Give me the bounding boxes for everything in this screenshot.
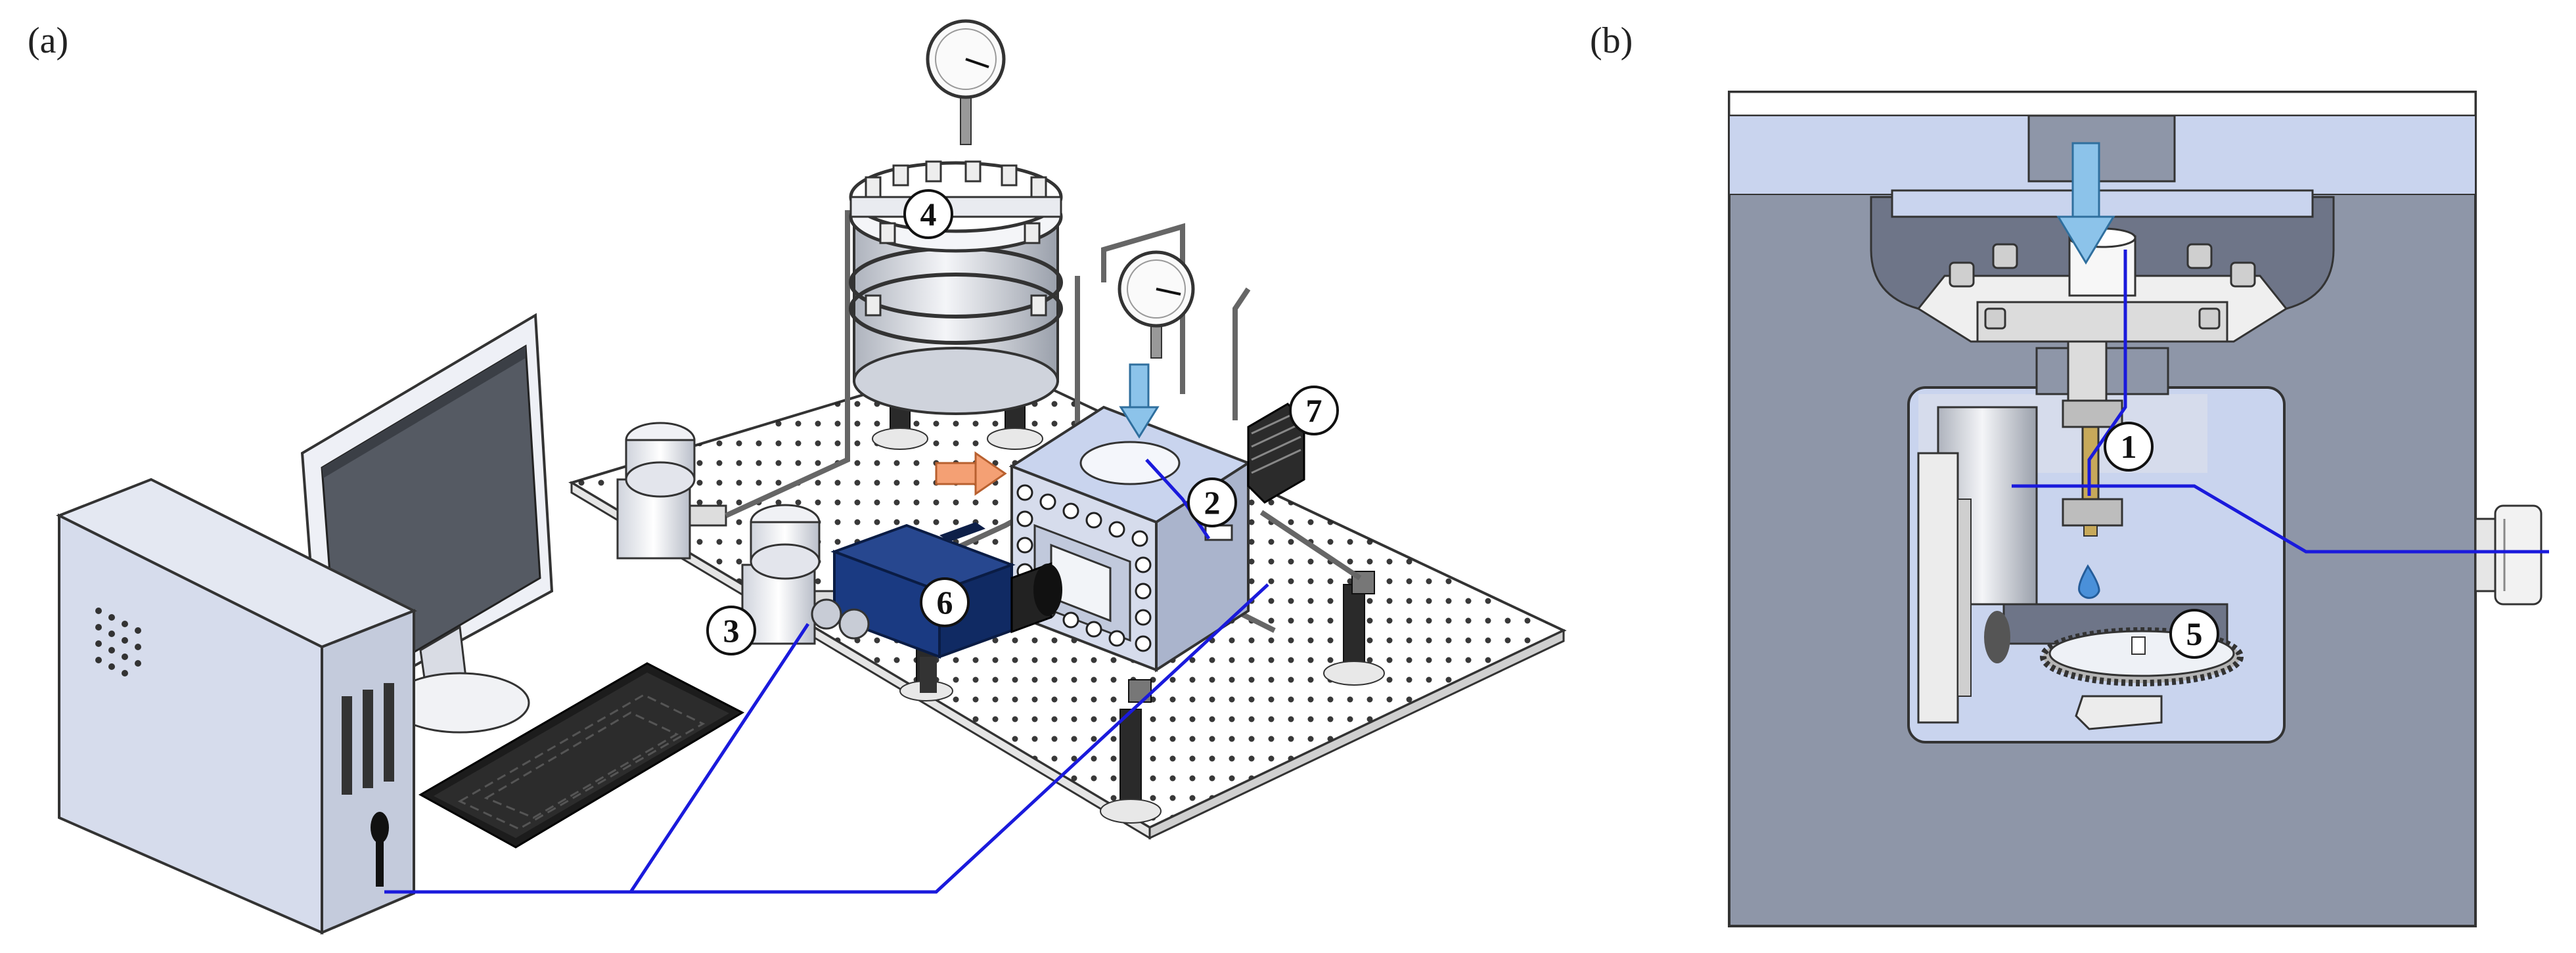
chamber-top-plate bbox=[1728, 91, 2477, 117]
droplet bbox=[2078, 564, 2100, 599]
left-cylinder bbox=[1917, 406, 2038, 724]
pressure-regulator-1 bbox=[616, 422, 727, 560]
pc-vent-grille bbox=[95, 608, 141, 676]
signal-lines-b bbox=[2012, 250, 2549, 554]
rotating-disk bbox=[1984, 603, 2244, 730]
callout-6: 6 bbox=[920, 577, 970, 627]
gas-reservoir bbox=[849, 160, 1063, 415]
callout-7: 7 bbox=[1289, 386, 1339, 435]
signal-cables bbox=[384, 458, 1269, 894]
panel-label-b: (b) bbox=[1590, 20, 1633, 61]
callout-2-label: 2 bbox=[1204, 484, 1221, 521]
stepper-motor bbox=[1247, 403, 1305, 504]
panel-label-a: (a) bbox=[28, 20, 68, 61]
pressure-gauge-right bbox=[1118, 250, 1195, 359]
callout-2: 2 bbox=[1187, 477, 1237, 527]
keyboard bbox=[418, 662, 745, 849]
callout-4: 4 bbox=[903, 189, 953, 239]
high-speed-camera bbox=[811, 522, 1062, 693]
top-port bbox=[2027, 114, 2176, 183]
panel-a: (a) bbox=[28, 19, 1567, 935]
side-connector bbox=[2474, 504, 2542, 606]
flange-bolts bbox=[865, 160, 1047, 317]
callout-7-label: 7 bbox=[1306, 392, 1322, 429]
needle-assembly bbox=[2062, 340, 2123, 537]
callout-3: 3 bbox=[706, 606, 756, 655]
panel-b: (b) bbox=[1590, 20, 2549, 927]
needle-holder bbox=[1916, 227, 2288, 343]
flow-arrow-b bbox=[2056, 142, 2115, 265]
callout-3-label: 3 bbox=[723, 612, 740, 649]
callout-4-label: 4 bbox=[920, 196, 937, 233]
flow-arrow-vertical bbox=[1119, 363, 1160, 439]
callout-1-label: 1 bbox=[2121, 428, 2137, 465]
inlet-arrow bbox=[935, 451, 1007, 496]
callout-1: 1 bbox=[2104, 422, 2154, 472]
callout-5: 5 bbox=[2169, 609, 2219, 659]
callout-5-label: 5 bbox=[2186, 615, 2203, 652]
callout-6-label: 6 bbox=[937, 584, 953, 621]
pressure-gauge-top bbox=[926, 19, 1006, 145]
